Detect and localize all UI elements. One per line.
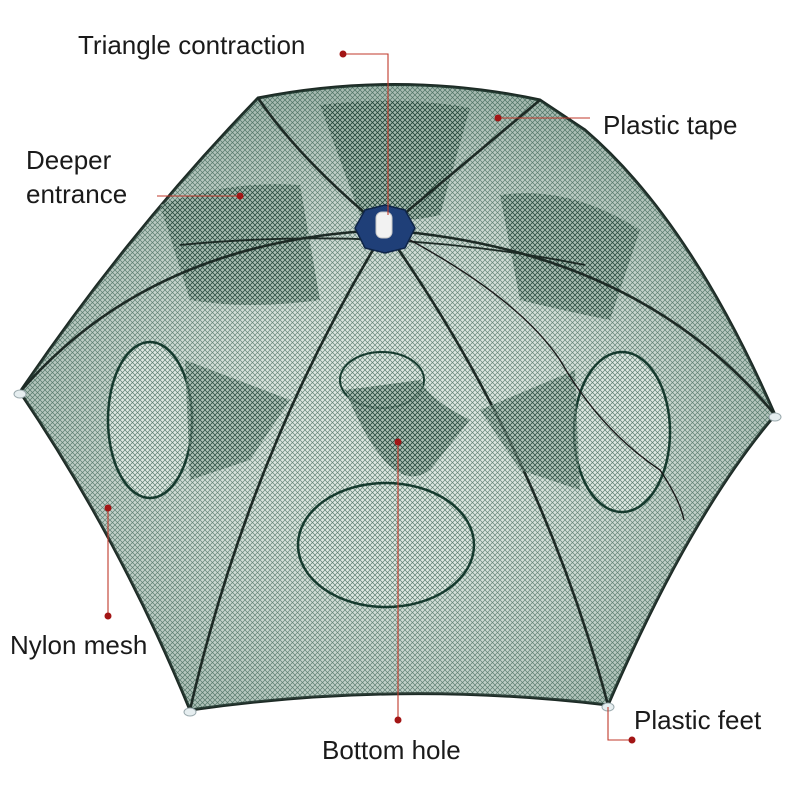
- label-bottom-hole: Bottom hole: [322, 735, 461, 765]
- fishing-trap: [13, 82, 782, 717]
- callout-leaders: [107, 53, 632, 741]
- center-funnel: [339, 351, 470, 477]
- label-triangle-contraction: Triangle contraction: [78, 30, 306, 60]
- plastic-feet: [13, 389, 782, 717]
- label-plastic-feet: Plastic feet: [634, 705, 762, 735]
- bottom-hole-ring: [296, 481, 476, 609]
- pull-cord: [409, 239, 685, 521]
- leader-feet: [607, 707, 632, 741]
- side-entrance-left: [106, 340, 290, 500]
- label-nylon-mesh: Nylon mesh: [10, 630, 148, 660]
- label-plastic-tape: Plastic tape: [603, 110, 738, 140]
- callout-dots: [104, 50, 636, 744]
- center-hub: [354, 204, 416, 254]
- leader-triangle: [343, 53, 389, 215]
- side-entrance-right: [480, 350, 672, 514]
- label-deeper-entrance: Deeper entrance: [26, 145, 128, 209]
